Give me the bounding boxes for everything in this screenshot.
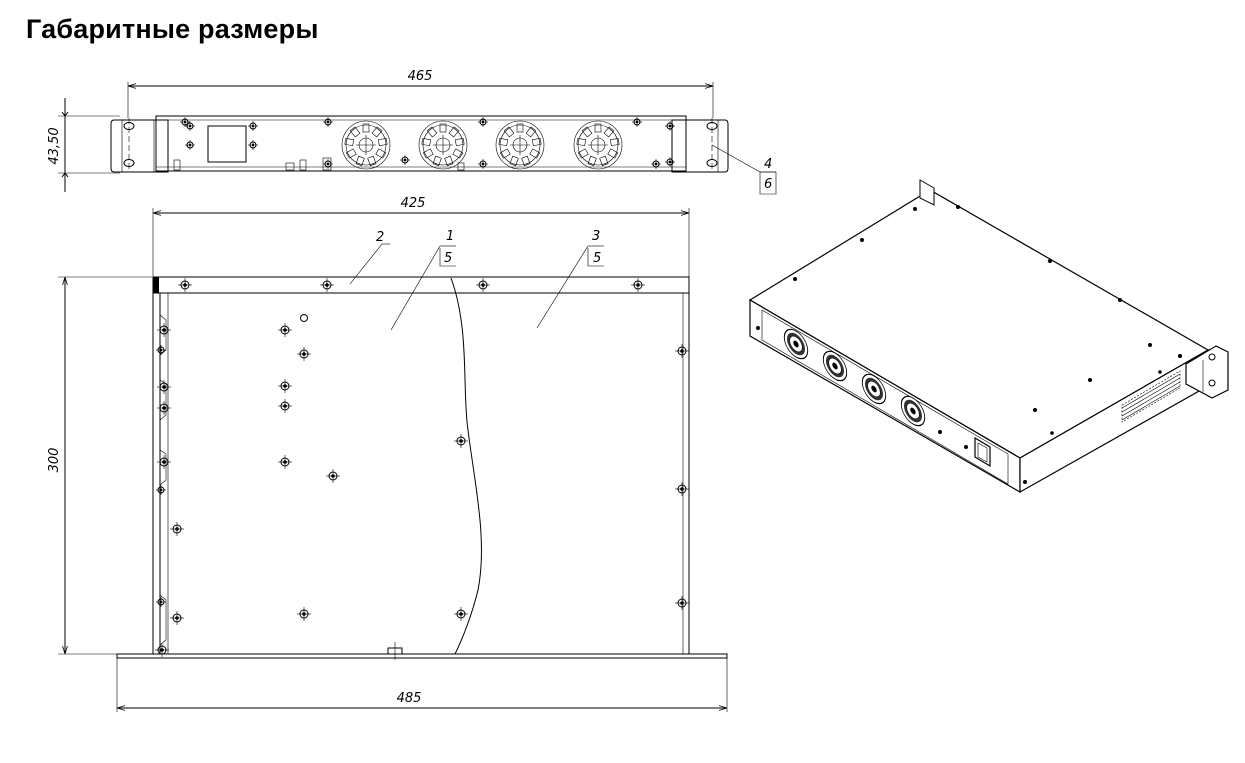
callout-3: 3	[592, 229, 600, 244]
dimension-depth: 300	[47, 448, 62, 473]
page-title: Габаритные размеры	[26, 14, 319, 44]
callout-5b: 5	[593, 251, 601, 266]
callout-4: 4	[764, 157, 772, 172]
dimension-front-height: 43,50	[47, 127, 62, 164]
isometric-view	[748, 179, 1229, 494]
dimension-total-width: 485	[397, 691, 422, 706]
callout-1: 1	[446, 229, 454, 244]
callout-2: 2	[376, 230, 384, 245]
dimension-top-width: 425	[401, 196, 426, 211]
front-view: 465 43,50	[47, 69, 777, 195]
top-view: 425 300 485	[47, 196, 728, 712]
callout-5a: 5	[444, 251, 452, 266]
dimension-front-width: 465	[408, 69, 433, 84]
callout-6: 6	[764, 177, 772, 192]
